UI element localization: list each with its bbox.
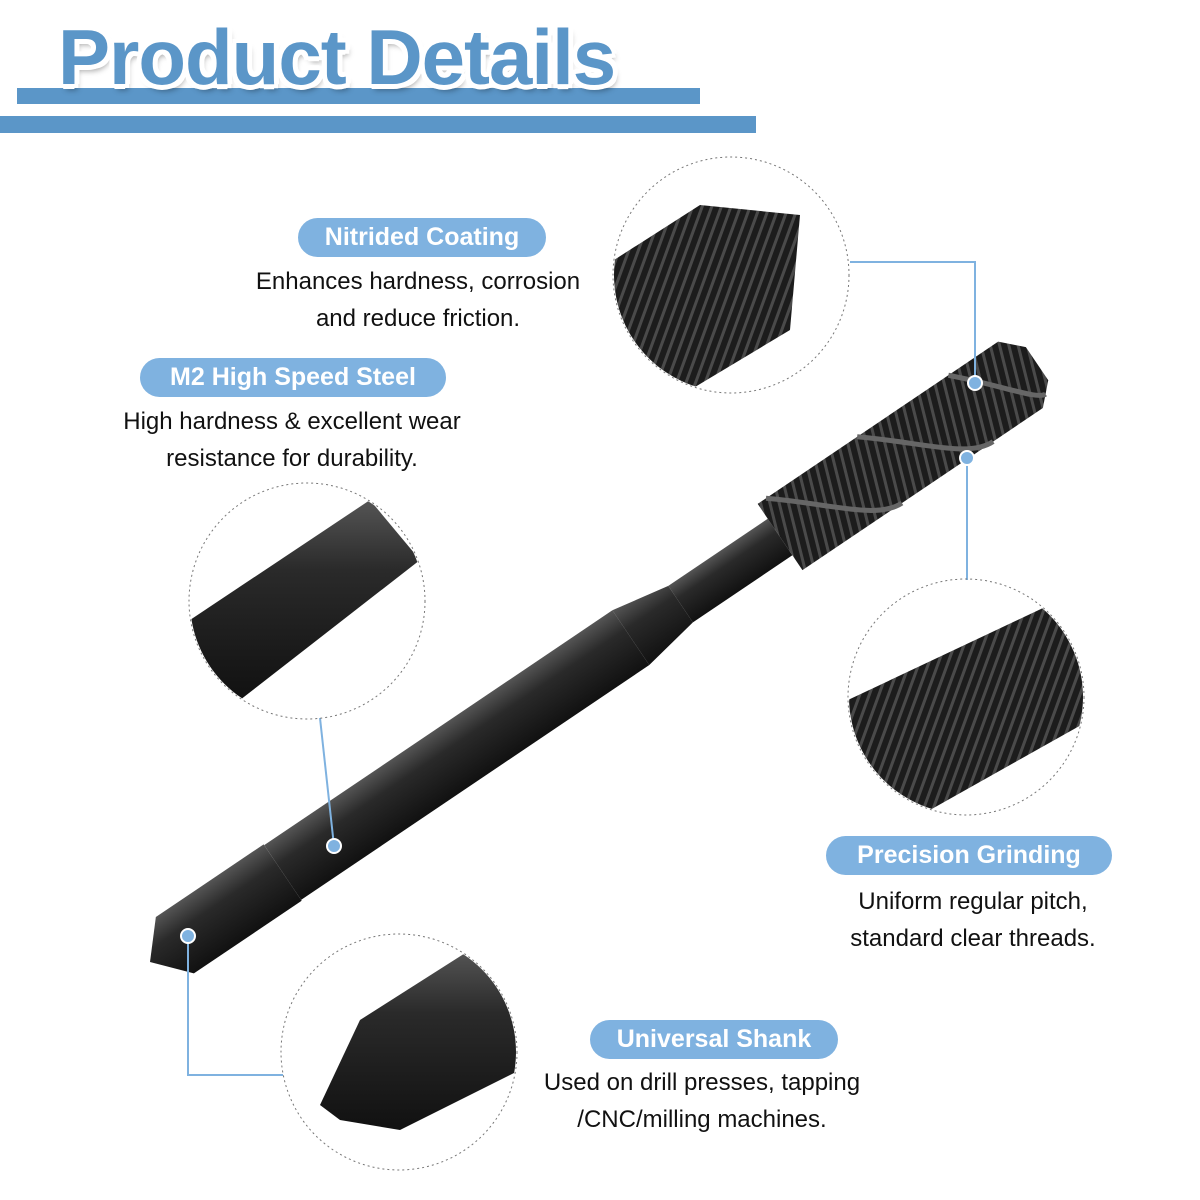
detail-circle-end bbox=[282, 935, 516, 1169]
title-underline-bar bbox=[17, 88, 700, 104]
detail-circle-tip bbox=[614, 158, 848, 392]
feature-label-m2-steel: M2 High Speed Steel bbox=[140, 358, 446, 397]
feature-desc-nitrided-coating: Enhances hardness, corrosion and reduce … bbox=[218, 263, 618, 337]
desc-line: Enhances hardness, corrosion bbox=[255, 268, 581, 295]
feature-desc-universal-shank: Used on drill presses, tapping /CNC/mill… bbox=[502, 1064, 902, 1138]
feature-label-universal-shank: Universal Shank bbox=[590, 1020, 838, 1059]
desc-line: High hardness & excellent wear bbox=[123, 408, 461, 435]
feature-desc-m2-steel: High hardness & excellent wear resistanc… bbox=[92, 403, 492, 477]
desc-line: Used on drill presses, tapping bbox=[543, 1069, 861, 1096]
detail-circle-shank bbox=[190, 484, 424, 718]
desc-line: resistance for durability. bbox=[166, 445, 418, 472]
feature-label-precision-grinding: Precision Grinding bbox=[826, 836, 1112, 875]
desc-line: /CNC/milling machines. bbox=[577, 1106, 827, 1133]
desc-line: Uniform regular pitch, bbox=[858, 888, 1088, 915]
feature-desc-precision-grinding: Uniform regular pitch, standard clear th… bbox=[773, 883, 1173, 957]
detail-circle-threads bbox=[849, 580, 1083, 814]
callout-dots bbox=[180, 375, 983, 944]
header-bar bbox=[0, 116, 756, 133]
feature-label-nitrided-coating: Nitrided Coating bbox=[298, 218, 546, 257]
connector-lines bbox=[187, 261, 976, 1076]
desc-line: standard clear threads. bbox=[850, 925, 1096, 952]
desc-line: and reduce friction. bbox=[315, 305, 521, 332]
page-title: Product Details bbox=[58, 13, 616, 101]
spiral-tap bbox=[150, 341, 1049, 974]
